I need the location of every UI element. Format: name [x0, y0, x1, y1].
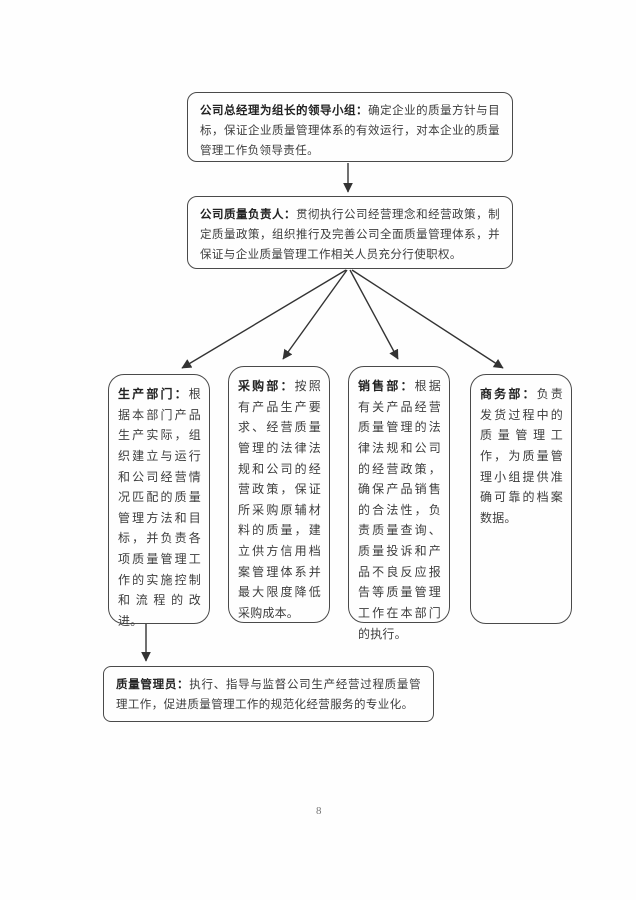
- department-body: 按照有产品生产要求、经营质量管理的法律法规和公司的经营政策，保证所采购原辅材料的…: [238, 379, 321, 620]
- leader-group-body: 确定企业的质量方针与目标，保证企业质量管理体系的有效运行，对本企业的质量管理工作…: [200, 105, 500, 158]
- quality-head-body: 贯彻执行公司经营理念和经营政策，制定质量政策，组织推行及完善公司全面质量管理体系…: [200, 209, 500, 262]
- quality-head-title: 公司质量负责人：: [200, 209, 297, 221]
- arrow-quality-to-purchasing: [282, 269, 348, 360]
- arrow-quality-to-commerce: [351, 269, 504, 369]
- leader-group-text: 公司总经理为组长的领导小组：确定企业的质量方针与目标，保证企业质量管理体系的有效…: [200, 101, 500, 161]
- quality-head-text: 公司质量负责人：贯彻执行公司经营理念和经营政策，制定质量政策，组织推行及完善公司…: [200, 205, 500, 265]
- department-title: 销售部：: [358, 379, 415, 393]
- qc-officer-box: 质量管理员：执行、指导与监督公司生产经营过程质量管理工作，促进质量管理工作的规范…: [103, 666, 434, 722]
- department-title: 生产部门：: [118, 387, 189, 401]
- arrow-quality-to-sales: [349, 269, 399, 360]
- department-title: 商务部：: [480, 387, 537, 401]
- department-body: 根据有关产品经营质量管理的法律法规和公司的经营政策，确保产品销售的合法性，负责质…: [358, 379, 441, 641]
- department-text: 商务部：负责发货过程中的质量管理工作，为质量管理小组提供准确可靠的档案数据。: [480, 384, 563, 528]
- qc-officer-text: 质量管理员：执行、指导与监督公司生产经营过程质量管理工作，促进质量管理工作的规范…: [116, 675, 421, 715]
- department-body: 负责发货过程中的质量管理工作，为质量管理小组提供准确可靠的档案数据。: [480, 387, 563, 525]
- department-box-sales: 销售部：根据有关产品经营质量管理的法律法规和公司的经营政策，确保产品销售的合法性…: [348, 366, 450, 641]
- qc-officer-title: 质量管理员：: [116, 679, 190, 691]
- page-number: 8: [316, 805, 322, 817]
- department-box-production: 生产部门：根据本部门产品生产实际，组织建立与运行和公司经营情况匹配的质量管理方法…: [108, 374, 210, 628]
- department-box-purchasing: 采购部：按照有产品生产要求、经营质量管理的法律法规和公司的经营政策，保证所采购原…: [228, 366, 330, 623]
- department-title: 采购部：: [238, 379, 295, 393]
- leader-group-title: 公司总经理为组长的领导小组：: [200, 105, 369, 117]
- department-box-commerce: 商务部：负责发货过程中的质量管理工作，为质量管理小组提供准确可靠的档案数据。: [470, 374, 572, 624]
- department-body: 根据本部门产品生产实际，组织建立与运行和公司经营情况匹配的质量管理方法和目标，并…: [118, 387, 201, 628]
- department-text: 销售部：根据有关产品经营质量管理的法律法规和公司的经营政策，确保产品销售的合法性…: [358, 376, 441, 644]
- quality-head-box: 公司质量负责人：贯彻执行公司经营理念和经营政策，制定质量政策，组织推行及完善公司…: [187, 196, 513, 269]
- arrow-quality-to-production: [181, 269, 347, 369]
- leader-group-box: 公司总经理为组长的领导小组：确定企业的质量方针与目标，保证企业质量管理体系的有效…: [187, 92, 513, 162]
- department-text: 生产部门：根据本部门产品生产实际，组织建立与运行和公司经营情况匹配的质量管理方法…: [118, 384, 201, 632]
- department-text: 采购部：按照有产品生产要求、经营质量管理的法律法规和公司的经营政策，保证所采购原…: [238, 376, 321, 624]
- qc-officer-body: 执行、指导与监督公司生产经营过程质量管理工作，促进质量管理工作的规范化经营服务的…: [116, 679, 421, 712]
